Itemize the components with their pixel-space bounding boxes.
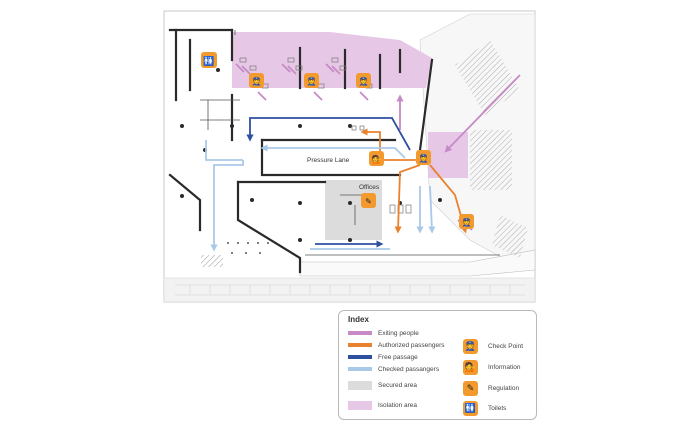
check-point-icon: 👮: [416, 150, 431, 165]
legend: Index Exiting people Authorized passenge…: [338, 310, 537, 420]
offices-label: Offices: [359, 184, 380, 191]
small-dots: [227, 242, 269, 254]
legend-item-regulation: ✎ Regulation: [463, 380, 519, 397]
legend-item-toilets: 🚻 Toilets: [463, 400, 506, 417]
legend-item-free: Free passage: [348, 352, 418, 362]
exiting-flow: [235, 63, 521, 231]
stairs-right-2: [455, 40, 520, 115]
legend-item-authorized: Authorized passengers: [348, 340, 445, 350]
svg-text:💁: 💁: [372, 154, 382, 164]
exiting-swatch: [348, 331, 372, 335]
isolation-swatch: [348, 400, 372, 410]
columns: [180, 68, 442, 242]
stairs-right-3: [492, 215, 528, 258]
info-desk-icon: 💁: [463, 360, 478, 375]
check-point-icon: 👮: [304, 73, 319, 88]
authorized-swatch: [348, 343, 372, 347]
regulation-icon: ✎: [361, 193, 376, 208]
lower-concourse: [163, 277, 536, 303]
lower-concourse-grid: [175, 284, 525, 296]
stairs-left: [201, 255, 223, 267]
stairs-right-1: [470, 130, 512, 190]
legend-item-information: 💁 Information: [463, 359, 521, 376]
svg-text:👮: 👮: [419, 153, 429, 163]
secured-area-offices: [325, 180, 382, 240]
svg-text:👮: 👮: [307, 76, 317, 86]
svg-text:✎: ✎: [365, 197, 372, 206]
curved-road: [299, 249, 536, 277]
checked-flow: [205, 140, 436, 252]
check-point-icon: 👮: [459, 214, 474, 229]
information-icon: 💁: [369, 151, 384, 166]
svg-text:👮: 👮: [462, 217, 472, 227]
pressure-lane-label: Pressure Lane: [307, 157, 350, 164]
stamp-icon: ✎: [463, 381, 478, 396]
walls: [168, 28, 434, 274]
svg-text:🚻: 🚻: [203, 55, 214, 66]
svg-text:👮: 👮: [252, 76, 262, 86]
officer-desk-icon: 👮: [463, 339, 478, 354]
free-passage-flow: [246, 117, 411, 248]
toilets-icon: 🚻: [463, 401, 478, 416]
toilets-icon: 🚻: [201, 52, 217, 68]
legend-item-exiting: Exiting people: [348, 328, 419, 338]
check-point-icon: 👮: [356, 73, 371, 88]
free-swatch: [348, 355, 372, 359]
legend-title: Index: [348, 315, 369, 324]
legend-item-secured: Secured area: [348, 380, 417, 390]
legend-item-isolation: Isolation area: [348, 400, 417, 410]
svg-text:👮: 👮: [359, 76, 369, 86]
check-point-icon: 👮: [249, 73, 264, 88]
checked-swatch: [348, 367, 372, 371]
secured-swatch: [348, 380, 372, 390]
legend-item-check-point: 👮 Check Point: [463, 338, 523, 355]
legend-item-checked: Checked passangers: [348, 364, 439, 374]
